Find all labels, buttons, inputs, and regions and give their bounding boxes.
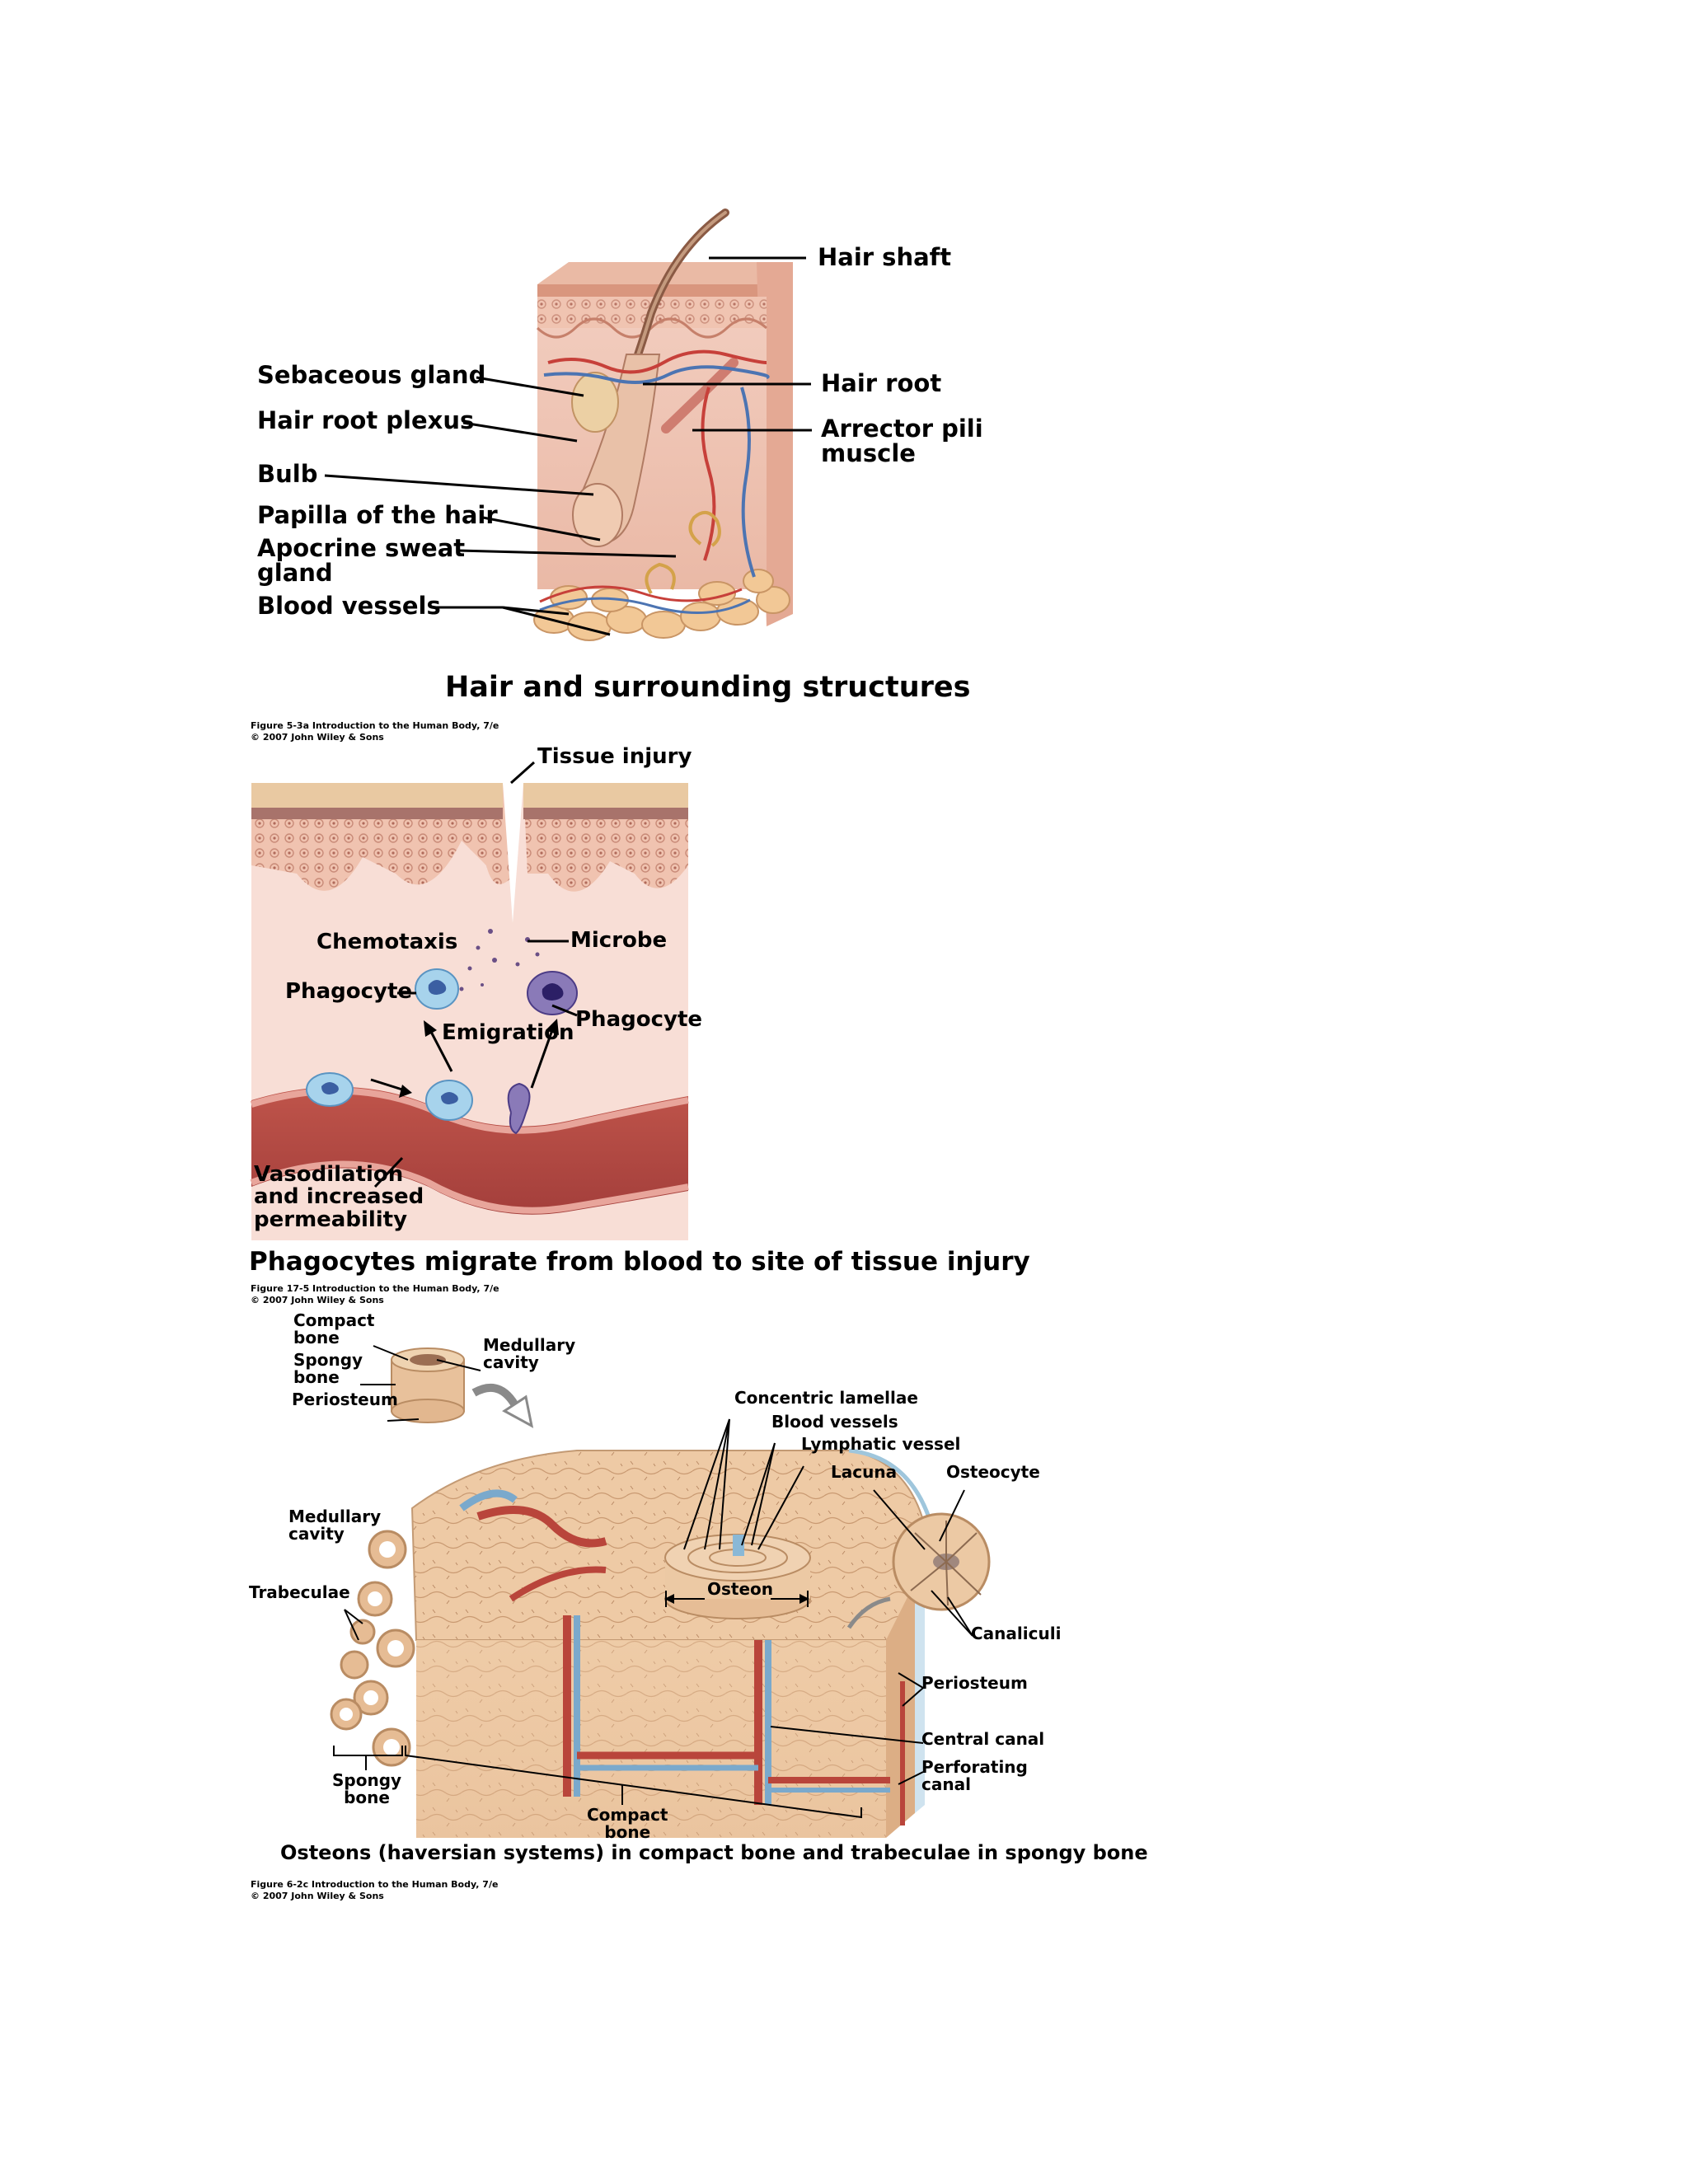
- figure3-title: Osteons (haversian systems) in compact b…: [280, 1841, 1148, 1864]
- label-perforating-line1: Perforating: [921, 1757, 1028, 1777]
- label-vasodilation: Vasodilation and increased permeability: [254, 1162, 424, 1232]
- label-concentric-lamellae: Concentric lamellae: [734, 1388, 918, 1408]
- label-apocrine-line1: Apocrine sweat: [257, 534, 466, 562]
- label-central-canal: Central canal: [921, 1729, 1045, 1749]
- label-hair-root-plexus: Hair root plexus: [257, 406, 475, 434]
- label-perforating-line2: canal: [921, 1774, 971, 1794]
- figure1-credit-line2: © 2007 John Wiley & Sons: [251, 731, 384, 743]
- label-bulb: Bulb: [257, 460, 318, 488]
- label-medullary-cavity-left: Medullary cavity: [288, 1508, 381, 1543]
- label-apocrine-line2: gland: [257, 559, 333, 588]
- label-osteon: Osteon: [707, 1579, 774, 1599]
- label-emigration: Emigration: [442, 1020, 574, 1045]
- label-vasodilation-line2: and increased: [254, 1184, 424, 1210]
- label-spongy-bone-top-line2: bone: [293, 1367, 340, 1387]
- label-medullary-top-line1: Medullary: [483, 1335, 576, 1355]
- label-compact-bone-top-line1: Compact: [293, 1310, 375, 1330]
- label-chemotaxis: Chemotaxis: [316, 930, 458, 954]
- label-spongy-bottom-line2: bone: [344, 1788, 390, 1807]
- hair-block-illustration: [533, 209, 793, 641]
- label-spongy-bone-top: Spongy bone: [293, 1352, 363, 1386]
- tissue-leader-lines: [370, 761, 578, 1188]
- bone-illustration: [330, 1347, 991, 1838]
- label-medullary-top-line2: cavity: [483, 1352, 539, 1372]
- label-lacuna: Lacuna: [831, 1462, 898, 1482]
- label-compact-bottom-line2: bone: [604, 1822, 651, 1842]
- label-osteocyte: Osteocyte: [946, 1462, 1040, 1482]
- bone-leader-lines: [333, 1345, 973, 1819]
- label-trabeculae: Trabeculae: [249, 1582, 350, 1602]
- label-hair-shaft: Hair shaft: [818, 243, 952, 271]
- label-phagocyte-right: Phagocyte: [575, 1007, 703, 1032]
- label-compact-bottom-line1: Compact: [587, 1805, 668, 1825]
- label-periosteum-right: Periosteum: [921, 1673, 1028, 1693]
- figure1-credit-line1: Figure 5-3a Introduction to the Human Bo…: [251, 720, 499, 731]
- figure2-credit: Figure 17-5 Introduction to the Human Bo…: [251, 1283, 499, 1306]
- label-spongy-bone-top-line1: Spongy: [293, 1350, 363, 1370]
- label-phagocyte-left: Phagocyte: [285, 979, 413, 1004]
- label-arrector-pili: Arrector pili muscle: [821, 416, 983, 466]
- tissue-injury-illustration: [250, 783, 689, 1240]
- figure3-credit-line2: © 2007 John Wiley & Sons: [251, 1890, 384, 1901]
- label-papilla: Papilla of the hair: [257, 501, 498, 529]
- label-spongy-bottom-line1: Spongy: [332, 1770, 402, 1790]
- label-spongy-bone-bottom: Spongy bone: [332, 1772, 401, 1807]
- label-perforating-canal: Perforating canal: [921, 1759, 1028, 1793]
- figure1-credit: Figure 5-3a Introduction to the Human Bo…: [251, 720, 499, 743]
- label-arrector-pili-line2: muscle: [821, 439, 916, 468]
- figure2-credit-line2: © 2007 John Wiley & Sons: [251, 1294, 384, 1305]
- label-canaliculi: Canaliculi: [971, 1624, 1062, 1643]
- label-apocrine-sweat-gland: Apocrine sweat gland: [257, 536, 465, 586]
- hair-leader-lines: [324, 256, 812, 636]
- label-blood-vessels-bone: Blood vessels: [771, 1412, 898, 1432]
- label-compact-bone-top-line2: bone: [293, 1328, 340, 1347]
- label-compact-bone-bottom: Compact bone: [587, 1807, 668, 1841]
- figure3-credit-line1: Figure 6-2c Introduction to the Human Bo…: [251, 1879, 499, 1890]
- figure2-credit-line1: Figure 17-5 Introduction to the Human Bo…: [251, 1283, 499, 1294]
- label-hair-root: Hair root: [821, 369, 942, 397]
- label-compact-bone-top: Compact bone: [293, 1312, 375, 1347]
- figure1-title: Hair and surrounding structures: [445, 671, 971, 704]
- label-medullary-cavity-top: Medullary cavity: [483, 1337, 575, 1371]
- figure2-title: Phagocytes migrate from blood to site of…: [249, 1247, 1030, 1277]
- label-periosteum-top: Periosteum: [292, 1390, 398, 1409]
- label-arrector-pili-line1: Arrector pili: [821, 415, 983, 443]
- label-blood-vessels-hair: Blood vessels: [257, 592, 441, 620]
- figure3-credit: Figure 6-2c Introduction to the Human Bo…: [251, 1879, 498, 1902]
- label-vasodilation-line1: Vasodilation: [254, 1162, 404, 1187]
- label-lymphatic-vessel: Lymphatic vessel: [801, 1434, 961, 1454]
- label-microbe: Microbe: [570, 928, 668, 953]
- label-tissue-injury: Tissue injury: [537, 744, 692, 769]
- label-sebaceous-gland: Sebaceous gland: [257, 361, 486, 389]
- label-medullary-left-line1: Medullary: [288, 1507, 382, 1526]
- label-vasodilation-line3: permeability: [254, 1207, 408, 1232]
- label-medullary-left-line2: cavity: [288, 1524, 345, 1544]
